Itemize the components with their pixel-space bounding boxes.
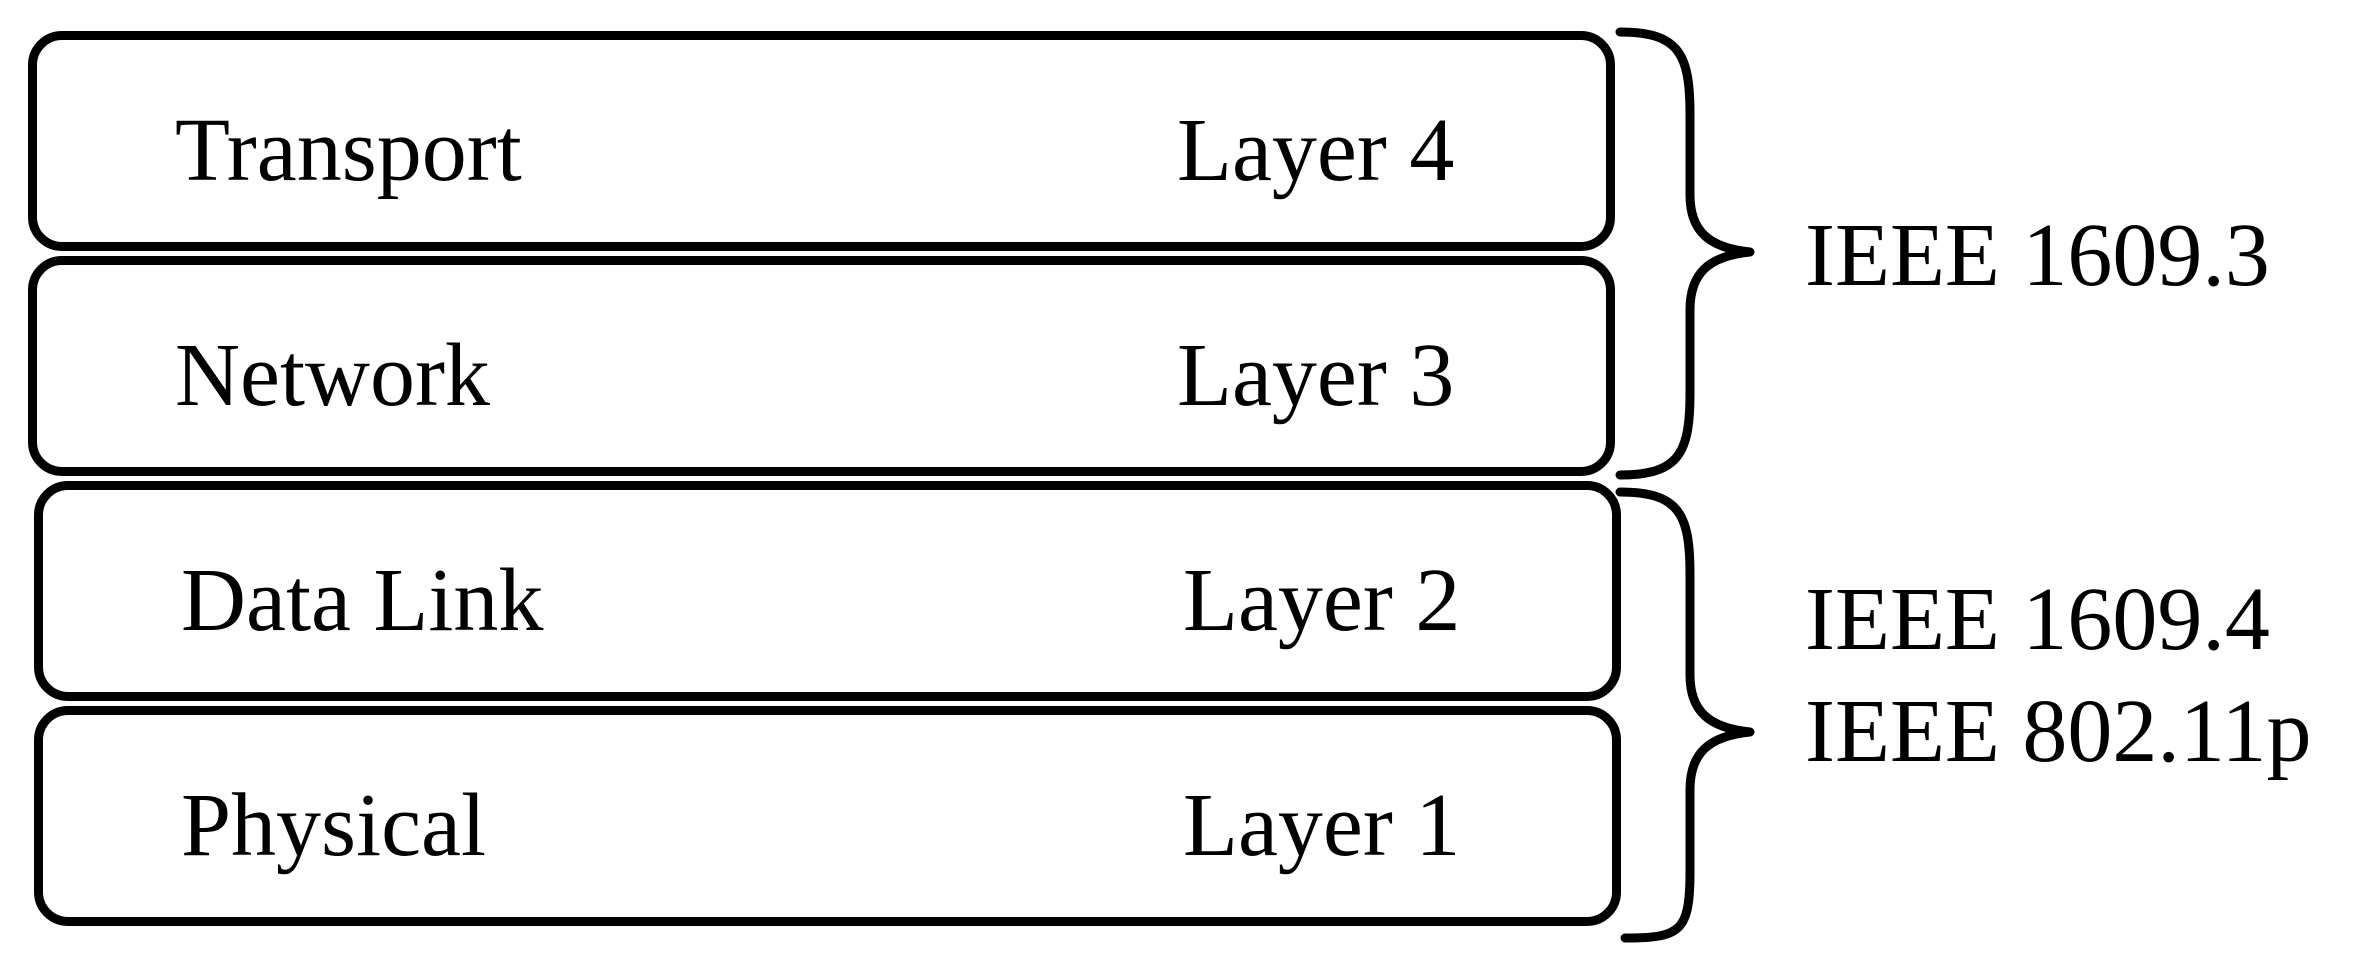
network-layer-box: Network Layer 3 [28, 256, 1615, 476]
data-link-layer-name: Data Link [181, 551, 544, 650]
data-link-layer-box: Data Link Layer 2 [34, 481, 1621, 701]
physical-layer-name: Physical [181, 776, 486, 875]
network-layer-name: Network [175, 326, 490, 425]
physical-layer-number: Layer 1 [1183, 776, 1461, 875]
transport-layer-box: Transport Layer 4 [28, 31, 1615, 251]
upper-curly-brace [1615, 27, 1755, 480]
upper-standard-group: IEEE 1609.3 [1805, 200, 2270, 312]
data-link-layer-number: Layer 2 [1183, 551, 1461, 650]
physical-layer-box: Physical Layer 1 [34, 706, 1621, 926]
transport-layer-name: Transport [175, 101, 522, 200]
lower-standard-label-1: IEEE 1609.4 [1805, 570, 2270, 669]
lower-curly-brace [1615, 487, 1755, 943]
upper-standard-label: IEEE 1609.3 [1805, 206, 2270, 305]
transport-layer-number: Layer 4 [1177, 101, 1455, 200]
network-layer-number: Layer 3 [1177, 326, 1455, 425]
lower-standard-label-2: IEEE 802.11p [1805, 682, 2312, 781]
lower-standard-group: IEEE 1609.4 IEEE 802.11p [1805, 564, 2312, 788]
